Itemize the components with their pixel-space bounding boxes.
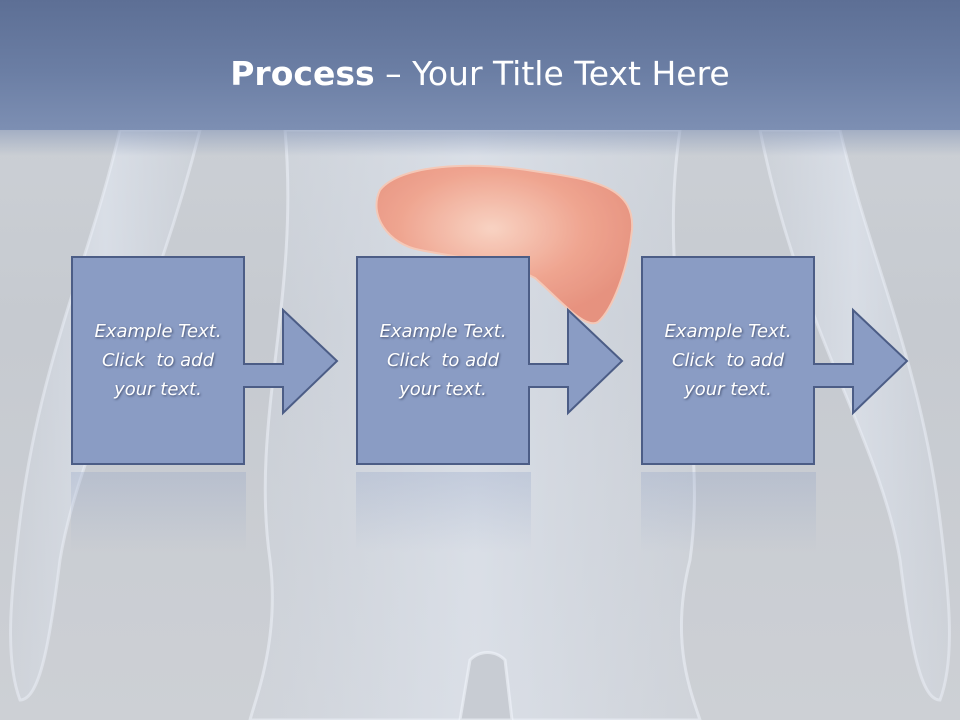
process-step-3[interactable]: Example Text. Click to add your text.	[641, 256, 911, 468]
title-bar: Process – Your Title Text Here	[0, 0, 960, 156]
process-step-2[interactable]: Example Text. Click to add your text.	[356, 256, 626, 468]
step-reflection	[356, 472, 531, 552]
step-arrow-shape	[641, 256, 909, 465]
step-arrow-shape	[356, 256, 624, 465]
step-text[interactable]: Example Text. Click to add your text.	[643, 256, 813, 464]
step-reflection	[71, 472, 246, 552]
liver-organ	[375, 164, 634, 325]
step-text[interactable]: Example Text. Click to add your text.	[358, 256, 528, 464]
step-reflection	[641, 472, 816, 552]
step-text[interactable]: Example Text. Click to add your text.	[73, 256, 243, 464]
step-text-line: your text.	[399, 378, 487, 400]
slide-title[interactable]: Process – Your Title Text Here	[0, 50, 960, 98]
step-text-line: Click to add	[101, 349, 214, 371]
step-text-line: your text.	[114, 378, 202, 400]
step-text-line: Click to add	[386, 349, 499, 371]
step-text-line: Example Text.	[664, 320, 792, 342]
step-text-line: your text.	[684, 378, 772, 400]
step-text-line: Example Text.	[379, 320, 507, 342]
step-text-line: Click to add	[671, 349, 784, 371]
process-step-1[interactable]: Example Text. Click to add your text.	[71, 256, 341, 468]
title-rest-part: – Your Title Text Here	[374, 54, 730, 93]
title-bold-part: Process	[230, 54, 375, 93]
step-text-line: Example Text.	[94, 320, 222, 342]
step-arrow-shape	[71, 256, 339, 465]
